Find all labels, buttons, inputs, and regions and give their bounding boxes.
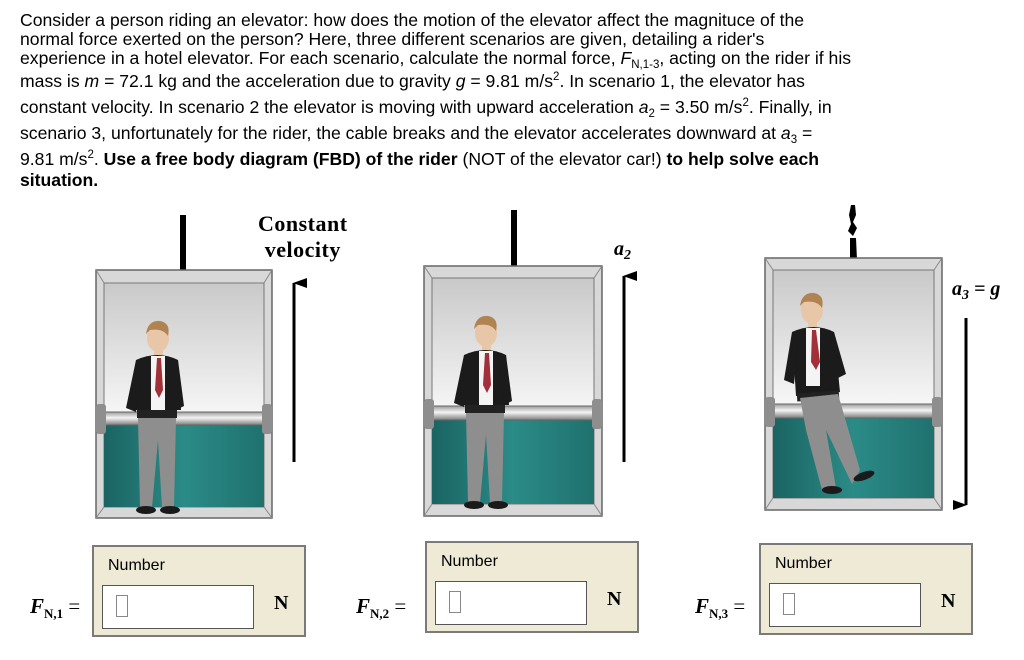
cable-1 bbox=[180, 215, 186, 272]
problem-line-5: constant velocity. In scenario 2 the ele… bbox=[20, 97, 832, 120]
scenario-1-label: Constant velocity bbox=[258, 211, 348, 262]
elevator-car-1 bbox=[95, 215, 273, 519]
answer-3-unit: N bbox=[941, 590, 956, 612]
problem-line-4: mass is m = 72.1 kg and the acceleration… bbox=[20, 71, 805, 91]
problem-line-3: experience in a hotel elevator. For each… bbox=[20, 48, 852, 71]
elevator-car-2 bbox=[423, 210, 603, 517]
problem-statement: Consider a person riding an elevator: ho… bbox=[20, 11, 1005, 189]
cable-2 bbox=[511, 210, 517, 268]
problem-line-2: normal force exerted on the person? Here… bbox=[20, 29, 765, 49]
scenario-2-label: a2 bbox=[614, 238, 631, 263]
problem-line-6: scenario 3, unfortunately for the rider,… bbox=[20, 123, 813, 146]
answer-2-header: Number bbox=[441, 553, 498, 570]
answer-3-input[interactable] bbox=[769, 583, 921, 627]
answer-1-input[interactable] bbox=[102, 585, 254, 629]
answer-1-header: Number bbox=[108, 557, 165, 574]
rider-1 bbox=[126, 320, 184, 514]
answer-3-header: Number bbox=[775, 555, 832, 572]
broken-cable-bottom bbox=[850, 238, 857, 260]
problem-line-7: 9.81 m/s2. Use a free body diagram (FBD)… bbox=[20, 149, 820, 169]
answer-2-input[interactable] bbox=[435, 581, 587, 625]
answer-2-value bbox=[449, 591, 461, 613]
answer-1-label: FN,1 = bbox=[30, 594, 81, 621]
problem-line-8: situation. bbox=[20, 170, 99, 190]
scenario-3-label: a3 = g bbox=[952, 278, 1001, 303]
answer-2-unit: N bbox=[607, 588, 622, 610]
rider-3 bbox=[784, 292, 875, 494]
rider-2 bbox=[454, 315, 512, 509]
broken-cable-top bbox=[848, 205, 857, 236]
answer-1-value bbox=[116, 595, 128, 617]
answer-1-unit: N bbox=[274, 592, 289, 614]
answer-3-label: FN,3 = bbox=[695, 594, 746, 621]
answer-box-2: Number N bbox=[425, 541, 639, 633]
problem-line-1: Consider a person riding an elevator: ho… bbox=[20, 10, 805, 30]
answer-box-3: Number N bbox=[759, 543, 973, 635]
answer-3-value bbox=[783, 593, 795, 615]
answer-box-1: Number N bbox=[92, 545, 306, 637]
answer-2-label: FN,2 = bbox=[356, 594, 407, 621]
